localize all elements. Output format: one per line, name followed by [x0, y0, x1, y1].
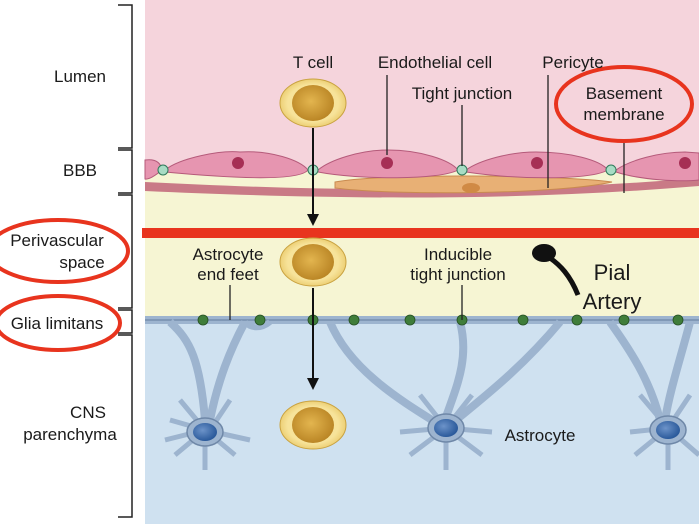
- side-label-cns-2: parenchyma: [23, 425, 117, 444]
- migration-arrows: [307, 128, 319, 390]
- label-inducible-tight-junction-2: tight junction: [410, 265, 505, 284]
- glia-junction-dots: [197, 314, 684, 326]
- circle-perivascular-space: [0, 218, 130, 284]
- label-tight-junction: Tight junction: [412, 84, 512, 103]
- side-label-lumen: Lumen: [54, 67, 106, 86]
- pial-artery-arrow: [532, 244, 581, 296]
- label-inducible-tight-junction-1: Inducible: [424, 245, 492, 264]
- label-t-cell: T cell: [293, 53, 333, 72]
- astrocyte-left: [164, 398, 251, 470]
- t-cell-parenchyma: [279, 400, 347, 450]
- t-cell-perivascular: [279, 237, 347, 287]
- side-label-glia-limitans: Glia limitans: [11, 314, 104, 333]
- astrocyte-middle: [399, 393, 493, 470]
- parenchyma-region: [145, 320, 699, 524]
- leader-lines: [229, 75, 625, 320]
- astrocyte-network: [145, 316, 699, 429]
- basement-membrane: [145, 178, 699, 198]
- endothelial-layer: [144, 149, 699, 182]
- side-label-perivascular-1: Perivascular: [10, 231, 104, 250]
- label-endothelial-cell: Endothelial cell: [378, 53, 492, 72]
- astrocyte-bodies: [164, 393, 699, 470]
- label-basement-membrane-1: Basement: [586, 84, 663, 103]
- label-pericyte: Pericyte: [542, 53, 603, 72]
- side-label-perivascular-2: space: [59, 253, 104, 272]
- label-artery: Artery: [583, 289, 642, 314]
- label-basement-membrane-2: membrane: [583, 105, 664, 124]
- label-astrocyte-end-feet-1: Astrocyte: [193, 245, 264, 264]
- circle-basement-membrane: [554, 65, 694, 143]
- t-cell-lumen: [279, 78, 347, 128]
- astrocyte-right: [629, 393, 699, 470]
- region-brackets: [118, 4, 133, 518]
- pericyte-nucleus: [462, 183, 480, 193]
- red-ellipse-annotations: [0, 65, 694, 352]
- endothelial-nuclei: [232, 157, 691, 169]
- circle-glia-limitans: [0, 294, 122, 352]
- side-label-bbb: BBB: [63, 161, 97, 180]
- pial-artery-line: [142, 228, 699, 238]
- label-pial: Pial: [594, 260, 631, 285]
- label-astrocyte-end-feet-2: end feet: [197, 265, 259, 284]
- label-astrocyte: Astrocyte: [505, 426, 576, 445]
- side-label-cns-1: CNS: [70, 403, 106, 422]
